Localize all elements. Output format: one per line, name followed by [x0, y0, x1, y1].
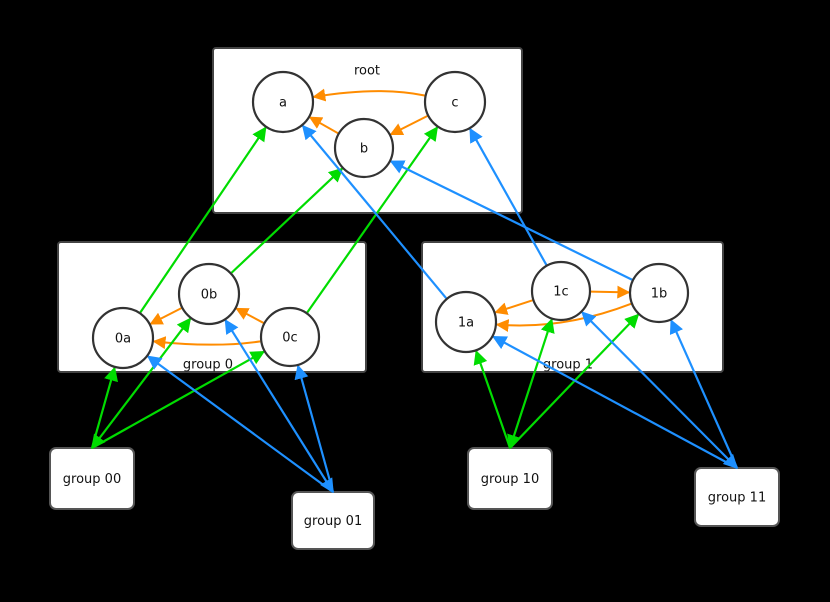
cluster-root-label: root: [354, 64, 380, 79]
node-a-label: a: [279, 96, 287, 111]
box-group00-label: group 00: [63, 472, 121, 487]
box-group11-label: group 11: [708, 491, 766, 506]
edge-b-a: [308, 116, 339, 135]
node-0a-label: 0a: [115, 332, 131, 347]
node-0b-label: 0b: [201, 288, 218, 303]
edge-c-a: [312, 88, 425, 102]
edge-1b-b: [389, 160, 633, 281]
box-group10-label: group 10: [481, 472, 539, 487]
edge-group11-1b: [669, 319, 739, 469]
node-b: [333, 117, 395, 179]
node-c: [423, 70, 487, 134]
node-1c: [530, 260, 592, 322]
node-0b: [177, 262, 241, 326]
cluster-group1-label: group 1: [543, 358, 593, 373]
edge-0b-b: [230, 167, 344, 274]
node-1a-label: 1a: [458, 316, 474, 331]
node-1c-label: 1c: [553, 285, 568, 300]
node-a: [251, 70, 315, 134]
edge-1c-c: [469, 127, 548, 266]
edge-1c-1a: [494, 299, 533, 315]
edge-group10-1c: [507, 318, 555, 450]
edge-0a-a: [139, 126, 267, 313]
edge-c-b: [389, 115, 428, 136]
edge-1c-1b: [590, 285, 631, 299]
edge-0c-c: [306, 126, 439, 314]
node-1a: [434, 290, 498, 354]
node-0c: [259, 306, 321, 368]
edge-group10-1a: [473, 349, 512, 449]
edge-group11-1c: [581, 311, 739, 470]
node-0a: [91, 306, 155, 370]
node-1b: [628, 262, 690, 324]
node-1b-label: 1b: [651, 287, 668, 302]
node-b-label: b: [360, 142, 368, 157]
cluster-group0-label: group 0: [183, 358, 233, 373]
edge-group00-0b: [91, 317, 192, 450]
box-group01-label: group 01: [304, 514, 362, 529]
node-c-label: c: [451, 96, 458, 111]
edge-group01-0c: [294, 364, 335, 493]
node-0c-label: 0c: [282, 331, 297, 346]
edge-group01-0b: [224, 319, 334, 494]
edge-1a-a: [301, 124, 448, 299]
edge-group01-0a: [146, 355, 334, 493]
